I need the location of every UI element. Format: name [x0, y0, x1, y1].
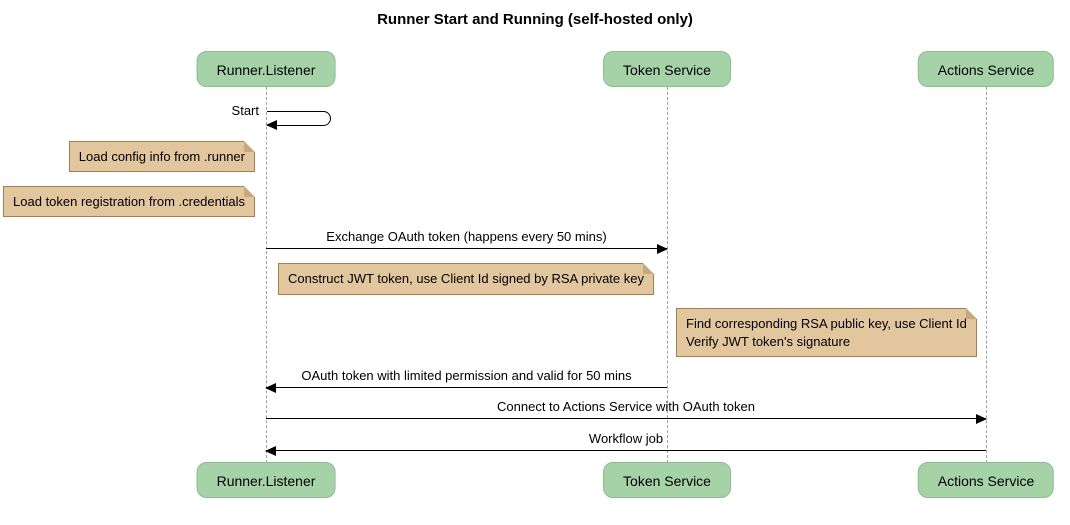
participant-token-service-top: Token Service	[603, 51, 731, 87]
self-message-start-arrowhead-icon	[266, 120, 277, 130]
message-connect-actions-service: Connect to Actions Service with OAuth to…	[266, 398, 987, 424]
note-text: Construct JWT token, use Client Id signe…	[288, 271, 644, 286]
participant-actions-service-top: Actions Service	[917, 51, 1055, 87]
message-line	[266, 387, 667, 388]
arrowhead-right-icon	[976, 414, 987, 424]
message-line	[266, 450, 986, 451]
note-text: Verify JWT token's signature	[686, 334, 851, 349]
note-load-token-registration: Load token registration from .credential…	[3, 186, 255, 217]
message-oauth-token-returned: OAuth token with limited permission and …	[265, 367, 667, 393]
arrowhead-left-icon	[265, 383, 276, 393]
message-label: Exchange OAuth token (happens every 50 m…	[326, 229, 607, 244]
lifeline-actions-service	[986, 87, 987, 463]
participant-runner-listener-top: Runner.Listener	[196, 51, 336, 87]
diagram-title: Runner Start and Running (self-hosted on…	[377, 11, 693, 28]
note-text: Load token registration from .credential…	[13, 194, 245, 209]
self-message-start-label: Start	[231, 103, 259, 118]
message-label: OAuth token with limited permission and …	[301, 368, 632, 383]
message-line	[266, 418, 986, 419]
participant-runner-listener-bottom: Runner.Listener	[196, 462, 336, 498]
message-exchange-oauth-token: Exchange OAuth token (happens every 50 m…	[266, 228, 668, 254]
note-text: Load config info from .runner	[78, 149, 245, 164]
arrowhead-right-icon	[657, 244, 668, 254]
self-message-start-loop	[267, 111, 331, 126]
message-label: Workflow job	[588, 431, 664, 446]
message-label: Connect to Actions Service with OAuth to…	[497, 399, 755, 414]
message-workflow-job: Workflow job	[265, 430, 986, 456]
note-construct-jwt: Construct JWT token, use Client Id signe…	[278, 263, 654, 295]
note-text: Find corresponding RSA public key, use C…	[686, 316, 967, 331]
lifeline-runner-listener	[266, 87, 267, 463]
arrowhead-left-icon	[265, 446, 276, 456]
participant-actions-service-bottom: Actions Service	[917, 462, 1055, 498]
message-line	[266, 248, 667, 249]
participant-token-service-bottom: Token Service	[603, 462, 731, 498]
note-verify-jwt: Find corresponding RSA public key, use C…	[676, 308, 977, 357]
note-load-config: Load config info from .runner	[68, 141, 256, 172]
lifeline-token-service	[667, 87, 668, 463]
